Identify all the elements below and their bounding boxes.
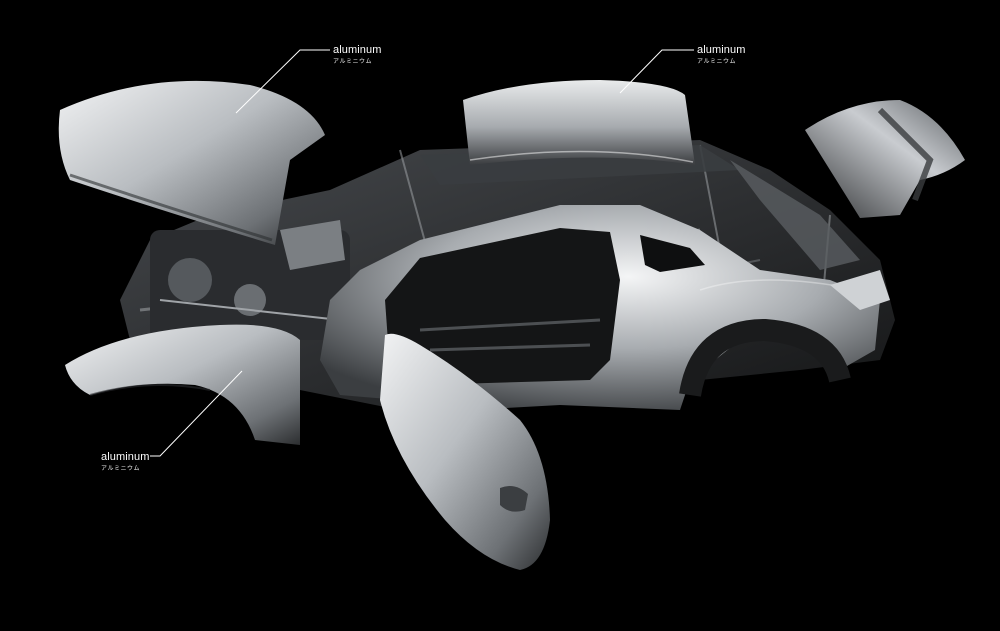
callout-label: aluminum [697,44,746,56]
front-hood-panel [58,80,325,245]
callout-sublabel: アルミニウム [697,59,736,65]
trunk-lid-panel [805,100,965,218]
engine-bay [150,220,350,340]
rear-wheel-arch [679,318,851,398]
callout-fender: aluminum アルミニウム [101,451,150,473]
callout-sublabel: アルミニウム [333,59,372,65]
callout-label: aluminum [101,451,150,463]
callout-lines [150,49,694,457]
side-body-panel [320,205,890,410]
callout-label: aluminum [333,44,382,56]
front-fender-panel [65,324,300,445]
rear-quarter-window [640,235,705,272]
callout-line-hood [235,49,330,114]
callout-sublabel: アルミニウム [101,466,140,472]
door-panel [380,333,550,570]
callout-line-fender [150,370,243,457]
callout-line-roof [619,49,694,94]
callout-hood: aluminum アルミニウム [333,44,382,66]
callout-roof: aluminum アルミニウム [697,44,746,66]
roof-panel [463,80,695,165]
